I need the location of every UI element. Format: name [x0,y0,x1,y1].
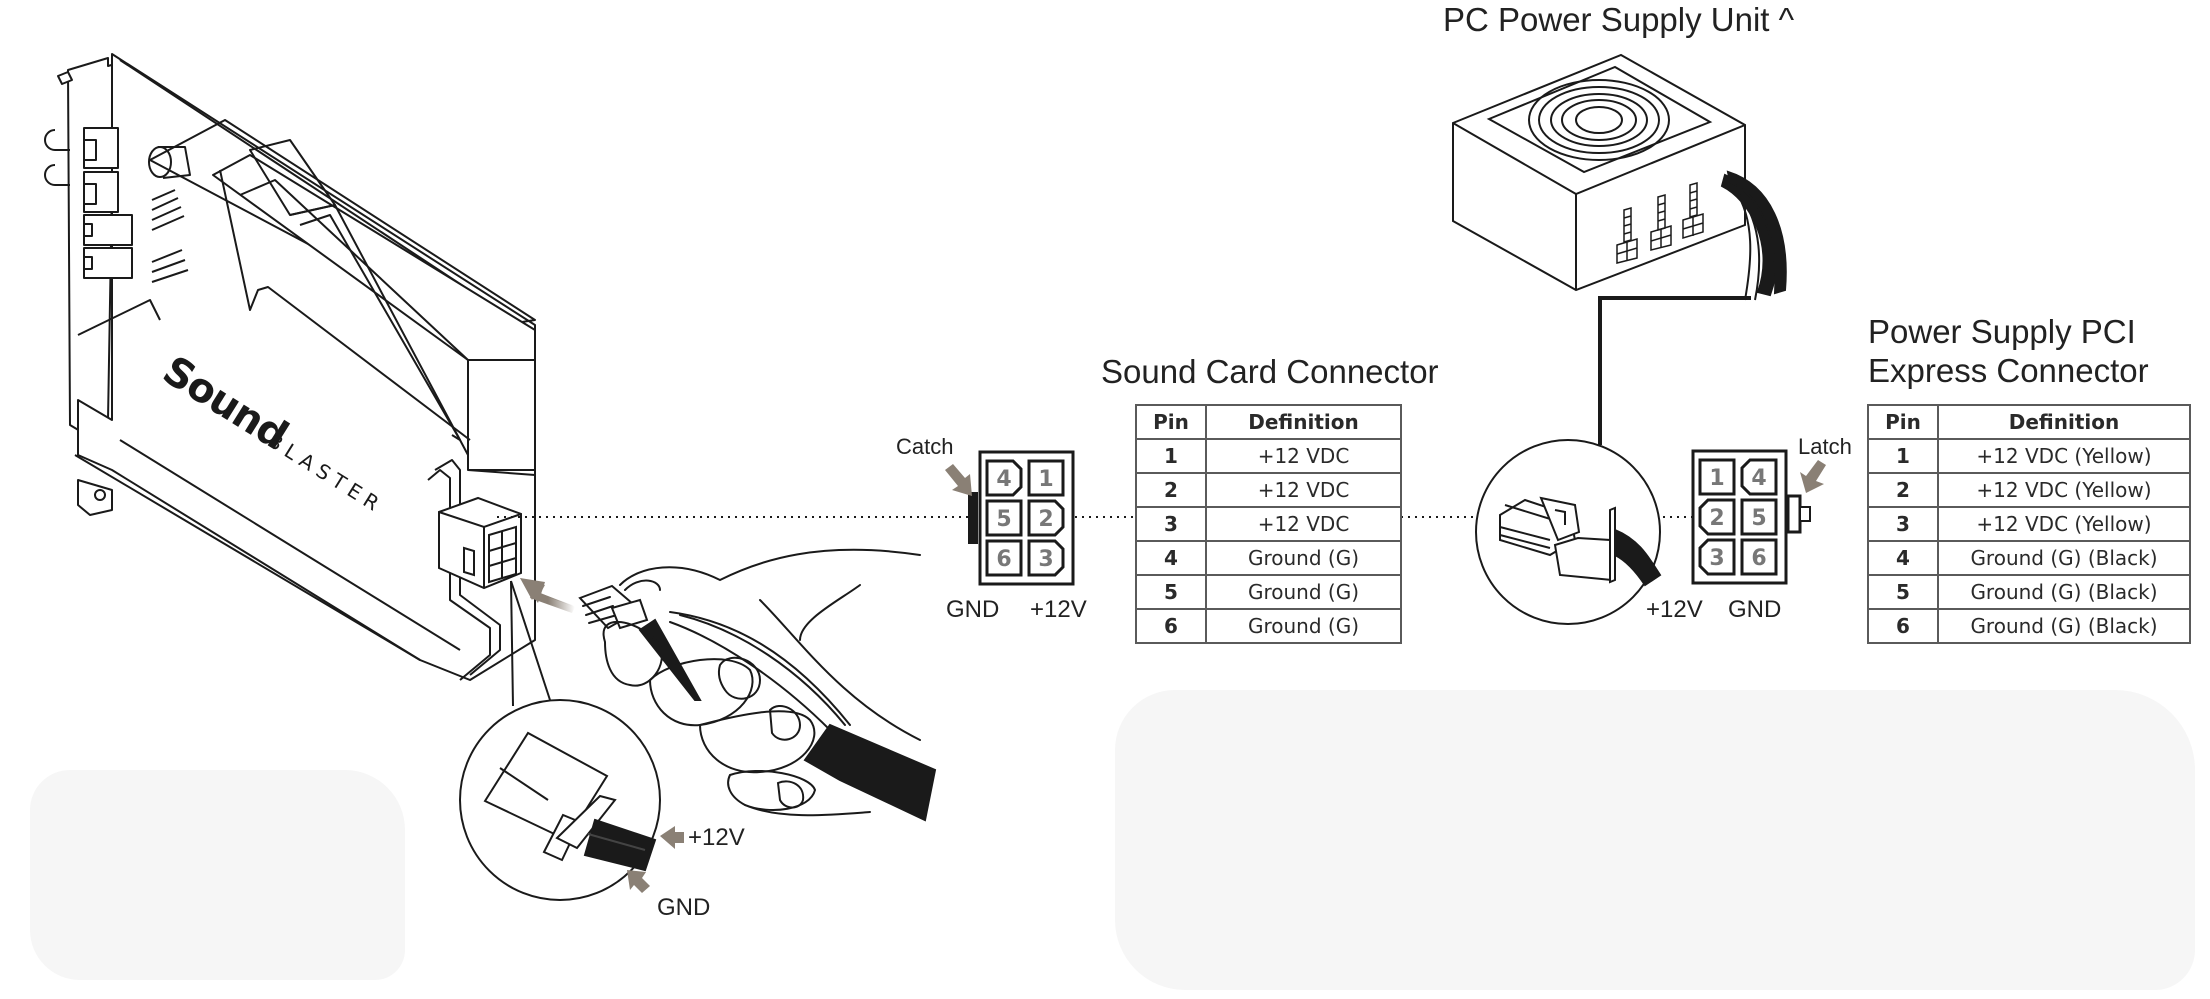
pin-definition: Ground (G) [1205,574,1402,610]
pin-number-3: 3 [1038,547,1053,572]
sound-card-gnd-label: GND [946,596,1000,623]
pin-number-2: 2 [1038,507,1053,532]
pin-number-1: 1 [1709,466,1724,491]
pin-number-4: 4 [996,467,1011,492]
background-smudge-right [1115,690,2195,990]
header-pin: Pin [1135,404,1207,440]
pin-number: 5 [1135,574,1207,610]
pin-number-6: 6 [1751,546,1766,571]
pin-definition: +12 VDC [1205,472,1402,508]
pin-definition: +12 VDC (Yellow) [1937,506,2191,542]
sound-card-power-socket [438,496,522,590]
sound-card-pin-table: Pin Definition 1+12 VDC 2+12 VDC 3+12 VD… [1135,404,1402,644]
pin-cell-5 [985,499,1023,537]
cable-detail-magnifier [459,699,661,901]
pin-number-3: 3 [1709,546,1724,571]
pin-number: 3 [1867,506,1939,542]
pin-definition: Ground (G) [1205,540,1402,576]
pin-cell-6 [1740,538,1778,576]
cable-12v-label: +12V [688,824,745,851]
sound-card-illustration [44,53,536,681]
pin-number: 6 [1867,608,1939,644]
pcie-connector-title-line1: Power Supply PCI [1868,313,2136,350]
pcie-12v-label: +12V [1646,596,1703,623]
table-row: 3+12 VDC [1135,506,1402,542]
pcie-connector-magnifier [1475,439,1662,625]
catch-label: Catch [896,434,954,459]
table-row: 1+12 VDC (Yellow) [1867,438,2191,474]
pin-definition: +12 VDC [1205,506,1402,542]
pin-number-5: 5 [996,507,1011,532]
pin-cell-6 [985,539,1023,577]
pin-definition: Ground (G) [1205,608,1402,644]
pin-cell-2 [1027,499,1065,537]
pin-number: 1 [1135,438,1207,474]
pin-definition: +12 VDC (Yellow) [1937,438,2191,474]
pin-number-1: 1 [1038,467,1053,492]
pin-cell-4 [1740,458,1778,496]
catch-arrow [945,464,972,496]
pin-definition: +12 VDC (Yellow) [1937,472,2191,508]
pin-number-2: 2 [1709,506,1724,531]
sound-card-connector-pinout: 4 1 5 2 6 3 [945,450,1075,586]
power-supply-illustration [1452,53,1787,445]
table-row: 2+12 VDC [1135,472,1402,508]
pin-number: 1 [1867,438,1939,474]
pin-number: 4 [1867,540,1939,576]
pin-cell-1 [1698,458,1736,496]
background-smudge-left [30,770,405,980]
table-row: 2+12 VDC (Yellow) [1867,472,2191,508]
pin-definition: +12 VDC [1205,438,1402,474]
table-header-row: Pin Definition [1135,404,1402,440]
pin-number: 5 [1867,574,1939,610]
table-row: 1+12 VDC [1135,438,1402,474]
psu-title: PC Power Supply Unit ^ [1443,1,1795,38]
pin-cell-3 [1698,538,1736,576]
latch-label: Latch [1798,434,1852,459]
latch-arrow [1800,460,1826,493]
pcie-pin-grid: 1 4 2 5 3 6 [1698,458,1778,576]
pin-number: 2 [1135,472,1207,508]
pin-number-4: 4 [1751,466,1766,491]
pin-definition: Ground (G) (Black) [1937,540,2191,576]
pin-cell-2 [1698,498,1736,536]
pin-cell-1 [1027,459,1065,497]
pin-cell-5 [1740,498,1778,536]
pin-number-6: 6 [996,547,1011,572]
latch-tab [1786,494,1802,534]
pin-number: 4 [1135,540,1207,576]
pin-cell-4 [985,459,1023,497]
hand-holding-cable [578,548,937,822]
pcie-pin-table: Pin Definition 1+12 VDC (Yellow) 2+12 VD… [1867,404,2191,644]
pcie-gnd-label: GND [1728,596,1782,623]
card-body [77,53,536,681]
table-header-row: Pin Definition [1867,404,2191,440]
catch-tab [968,492,978,544]
pin-number: 3 [1135,506,1207,542]
table-row: 3+12 VDC (Yellow) [1867,506,2191,542]
pin-number: 6 [1135,608,1207,644]
pin-number: 2 [1867,472,1939,508]
sound-card-pin-grid: 4 1 5 2 6 3 [985,459,1065,577]
cable-detail-arrows [627,826,684,893]
sound-card-12v-label: +12V [1030,596,1087,623]
pin-number-5: 5 [1751,506,1766,531]
sound-card-connector-title: Sound Card Connector [1101,353,1439,390]
header-pin: Pin [1867,404,1939,440]
pin-definition: Ground (G) (Black) [1937,608,2191,644]
header-definition: Definition [1937,404,2191,440]
header-definition: Definition [1205,404,1402,440]
psu-pcie-connector-pinout: 1 4 2 5 3 6 [1691,449,1826,585]
cable-gnd-label: GND [657,894,711,921]
pin-definition: Ground (G) (Black) [1937,574,2191,610]
pcie-connector-title-line2: Express Connector [1868,352,2149,389]
pin-cell-3 [1027,539,1065,577]
